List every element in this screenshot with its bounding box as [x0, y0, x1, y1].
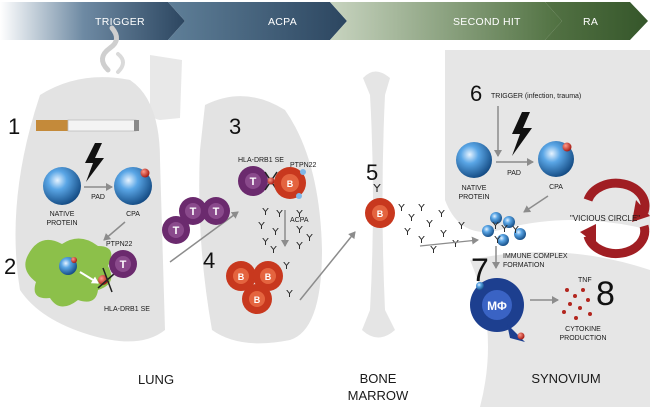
region-bone-label-1: BONE — [360, 371, 397, 386]
citrulline-marker — [140, 168, 150, 178]
svg-text:NATIVE: NATIVE — [462, 185, 487, 192]
left-lung-shape — [15, 77, 165, 342]
phase-second-hit-arrow — [330, 2, 562, 40]
svg-text:T: T — [173, 225, 180, 237]
svg-text:PAD: PAD — [507, 170, 521, 177]
phase-trigger-arrow — [0, 2, 185, 40]
svg-text:T: T — [213, 206, 220, 218]
region-synovium-label: SYNOVIUM — [531, 371, 600, 386]
svg-text:B: B — [265, 272, 272, 282]
lightning-icon-2 — [512, 112, 532, 156]
hla-receptor-icon — [97, 267, 115, 293]
macrophage-label: MΦ — [487, 299, 507, 313]
native-protein-label-2: PROTEIN — [46, 220, 77, 227]
step7-immune-complexes: IMMUNE COMPLEX FORMATION — [482, 212, 568, 269]
native-protein-sphere-2 — [456, 142, 492, 178]
native-protein-sphere — [43, 167, 81, 205]
svg-text:B: B — [238, 272, 245, 282]
vicious-circle: "VICIOUS CIRCLE" — [570, 178, 650, 259]
step5-bone-marrow-b-cell: B — [365, 184, 395, 228]
step-number-8: 8 — [596, 275, 615, 313]
trigger-infection-label: TRIGGER (infection, trauma) — [491, 93, 581, 100]
svg-text:T: T — [250, 176, 257, 188]
step-number-5: 5 — [366, 160, 378, 185]
upper-bone-shape — [445, 50, 650, 232]
acpa-label: ACPA — [290, 217, 309, 224]
vicious-circle-label: "VICIOUS CIRCLE" — [570, 214, 640, 223]
step1-citrullination: NATIVE PROTEIN PAD CPA — [43, 143, 152, 241]
step-number-3: 3 — [229, 114, 241, 139]
svg-text:PROTEIN: PROTEIN — [458, 194, 489, 201]
svg-text:T: T — [190, 206, 197, 218]
lightning-icon — [85, 143, 104, 182]
circulating-acpa — [398, 204, 479, 253]
cytokine-dots — [562, 288, 592, 320]
cpa-label: CPA — [126, 211, 140, 218]
step4-b-cell-cluster: B B B — [226, 231, 356, 314]
step8-cytokine-production: MΦ TNF CYTOKINE PRODUCTION — [470, 277, 607, 342]
region-lung-label: LUNG — [138, 372, 174, 387]
region-bone-label-2: MARROW — [348, 388, 409, 403]
step3-t-b-interaction: HLA-DRB1 SE PTPN22 T B ACPA — [238, 157, 317, 247]
phase-acpa-label: ACPA — [268, 16, 297, 28]
ptpn22-label-a: PTPN22 — [106, 241, 133, 248]
immune-complex-label-1: IMMUNE COMPLEX — [503, 253, 568, 260]
step-number-7: 7 — [471, 252, 489, 288]
cycle-arrow-bottom — [583, 224, 650, 259]
t-cell-cluster: T T T — [162, 197, 230, 244]
phase-ra-label: RA — [583, 16, 598, 28]
step-number-2: 2 — [4, 254, 16, 279]
tnf-label: TNF — [578, 277, 592, 284]
step-number-4: 4 — [203, 248, 215, 273]
svg-text:B: B — [254, 295, 261, 305]
svg-text:CPA: CPA — [549, 184, 563, 191]
trachea-shape — [150, 55, 182, 120]
immune-complex-label-2: FORMATION — [503, 262, 544, 269]
cytokine-label-2: PRODUCTION — [559, 335, 606, 342]
step6-joint-trigger: TRIGGER (infection, trauma) NATIVE PROTE… — [456, 93, 581, 213]
step2-antigen-presentation: T PTPN22 HLA-DRB1 SE — [25, 211, 239, 313]
step-number-1: 1 — [8, 114, 20, 139]
pad-label: PAD — [91, 194, 105, 201]
native-protein-label-1: NATIVE — [50, 211, 75, 218]
peptide-marker — [98, 275, 108, 285]
step-number-6: 6 — [470, 81, 482, 106]
phase-trigger-label: TRIGGER — [95, 16, 145, 28]
b-cell-label: B — [287, 179, 294, 189]
phase-banner: TRIGGER ACPA SECOND HIT RA — [0, 2, 648, 40]
ptpn22-label-b: PTPN22 — [290, 162, 317, 169]
svg-text:B: B — [377, 209, 384, 219]
hla-label-a: HLA-DRB1 SE — [104, 306, 150, 313]
cytokine-label-1: CYTOKINE — [565, 326, 601, 333]
cigarette-icon — [36, 25, 139, 132]
cycle-arrow-top — [583, 178, 650, 214]
phase-acpa-arrow — [168, 2, 347, 40]
phase-second-hit-label: SECOND HIT — [453, 16, 521, 28]
phase-ra-arrow — [545, 2, 648, 40]
hla-label-b: HLA-DRB1 SE — [238, 157, 284, 164]
t-cell-label: T — [120, 259, 127, 271]
